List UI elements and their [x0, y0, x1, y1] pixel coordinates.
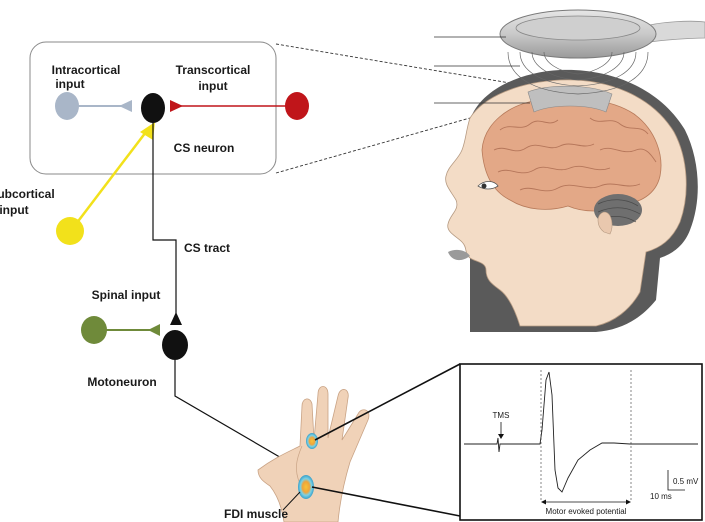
- tms-coil: [499, 9, 705, 95]
- spinal-neuron: [81, 316, 107, 344]
- cs-tract-axon: [152, 122, 177, 314]
- cs-neuron: [141, 93, 165, 123]
- spinal-input-label: Spinal input: [92, 288, 161, 302]
- intracortical-neuron: [55, 92, 79, 120]
- tms-arrowhead: [498, 434, 504, 439]
- cs-tract-synapse: [170, 312, 182, 325]
- magnetic-field-lines: [507, 51, 649, 95]
- intracortical-label-1: Intracortical: [52, 63, 121, 77]
- ear: [597, 211, 613, 235]
- hand: [257, 386, 370, 522]
- electrode-fdi: [298, 475, 314, 499]
- transcortical-label-2: input: [198, 79, 227, 93]
- motor-axon: [174, 360, 303, 471]
- electrode-lead-bottom: [311, 486, 461, 517]
- scale-bar: [667, 470, 685, 491]
- cs-tract-label: CS tract: [184, 241, 230, 255]
- head-illustration: [445, 69, 698, 332]
- pupil: [481, 183, 487, 189]
- motoneuron: [162, 330, 188, 360]
- spinal-synapse: [148, 324, 160, 336]
- mep-arrowhead-left: [541, 499, 546, 505]
- intracortical-input: [55, 92, 132, 120]
- subcortical-input: [56, 122, 155, 245]
- cs-neuron-label: CS neuron: [174, 141, 235, 155]
- transcortical-neuron: [285, 92, 309, 120]
- transcortical-label-1: Transcortical: [176, 63, 251, 77]
- electrode-finger: [306, 433, 318, 449]
- scale-time-label: 10 ms: [650, 492, 672, 501]
- intracortical-label-2: input: [55, 77, 84, 91]
- transcortical-input: [170, 92, 309, 120]
- leader-lines: [434, 36, 530, 104]
- subcortical-neuron: [56, 217, 84, 245]
- lips: [448, 249, 470, 261]
- intracortical-synapse: [119, 100, 132, 112]
- emg-trace: [464, 371, 698, 493]
- fdi-muscle-label: FDI muscle: [224, 507, 288, 521]
- electrode-lead-top: [314, 363, 461, 441]
- scale-voltage-label: 0.5 mV: [673, 477, 699, 486]
- fdi-pointer: [282, 491, 301, 511]
- emg-panel: TMS 0.5 mV 10 ms Motor evoked potential: [459, 363, 703, 521]
- subcortical-synapse: [140, 122, 155, 140]
- spinal-input: [81, 316, 160, 344]
- coil-handle: [645, 20, 705, 43]
- brain-gyri: [493, 117, 657, 192]
- mep-label: Motor evoked potential: [546, 507, 627, 516]
- tms-label: TMS: [493, 411, 510, 420]
- brain: [481, 97, 662, 212]
- subcortical-label-2: input: [0, 203, 29, 217]
- subcortical-label-1: Subcortical: [0, 187, 55, 201]
- mep-arrowhead-right: [626, 499, 631, 505]
- transcortical-synapse: [170, 100, 183, 112]
- zoom-lines: [275, 43, 553, 174]
- motoneuron-label: Motoneuron: [87, 375, 156, 389]
